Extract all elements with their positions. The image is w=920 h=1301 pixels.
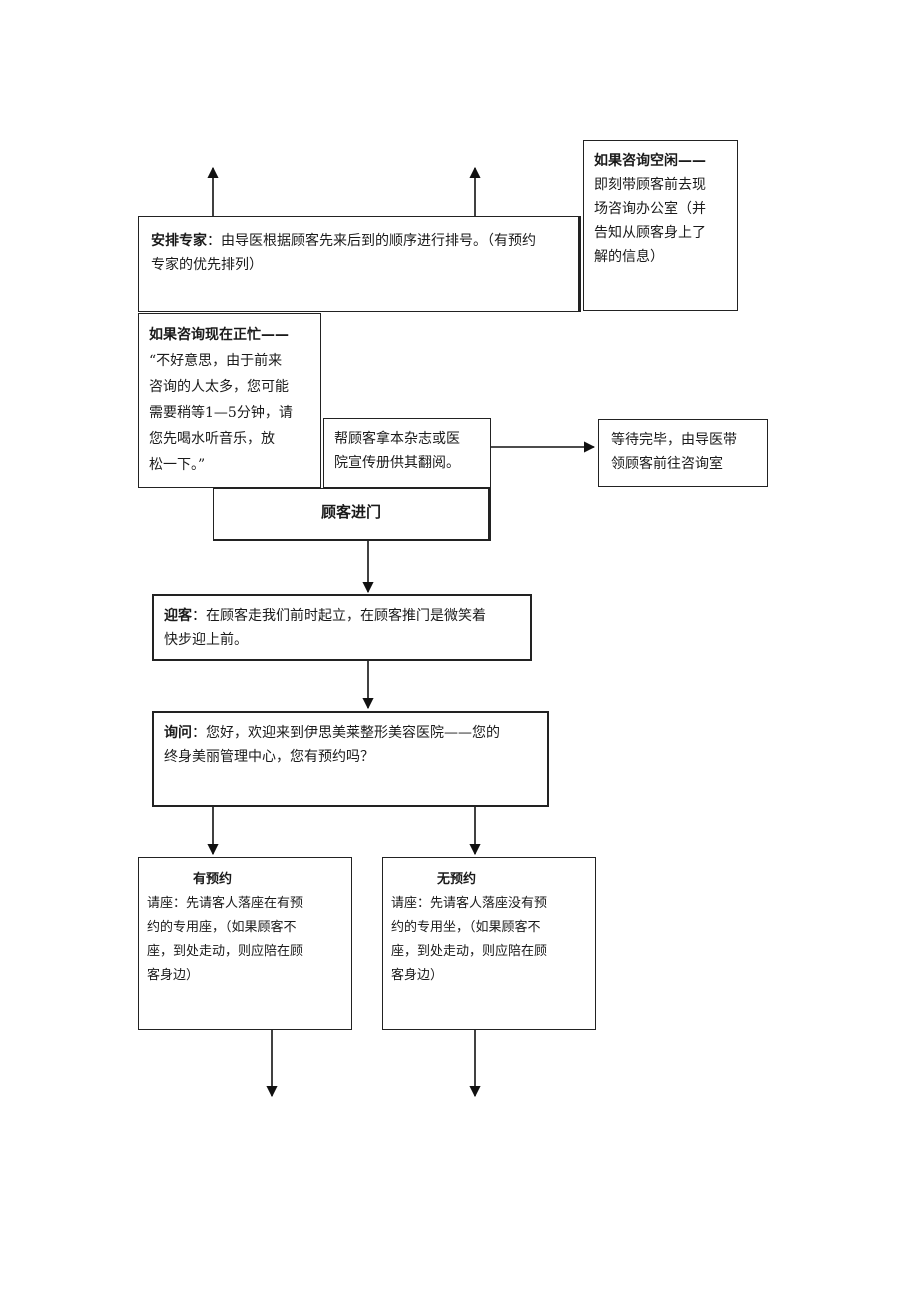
with-appointment-line: 客身边） [147,968,200,983]
if-consult-free-title: 如果咨询空闲—— [594,153,706,169]
customer-enter-box: 顾客进门 [213,488,491,541]
wait-done-box: 等待完毕，由导医带 领顾客前往咨询室 [598,419,768,487]
inquire-label: 询问 [164,725,192,741]
if-consult-free-line: 场咨询办公室（并 [594,201,706,217]
if-consult-busy-line: 咨询的人太多，您可能 [149,379,289,395]
arrange-expert-label: 安排专家 [151,233,207,249]
with-appointment-line: 约的专用座，（如果顾客不 [147,920,297,935]
with-appointment-line: 请座：先请客人落座在有预 [147,896,304,911]
without-appointment-box: 无预约 请座：先请客人落座没有预 约的专用坐，（如果顾客不 座，到处走动，则应陪… [382,857,596,1030]
if-consult-free-line: 告知从顾客身上了 [594,225,706,241]
wait-done-line: 领顾客前往咨询室 [611,456,723,472]
inquire-text: ：您好，欢迎来到伊思美莱整形美容医院——您的 [192,725,500,741]
greet-box: 迎客：在顾客走我们前时起立，在顾客推门是微笑着 快步迎上前。 [152,594,532,661]
if-consult-busy-line: 松一下。” [149,457,206,473]
magazine-box: 帮顾客拿本杂志或医 院宣传册供其翻阅。 [323,418,491,488]
with-appointment-box: 有预约 请座：先请客人落座在有预 约的专用座，（如果顾客不 座，到处走动，则应陪… [138,857,352,1030]
wait-done-line: 等待完毕，由导医带 [611,432,737,448]
with-appointment-title: 有预约 [193,872,233,887]
magazine-line: 院宣传册供其翻阅。 [334,455,460,471]
magazine-line: 帮顾客拿本杂志或医 [334,431,460,447]
if-consult-free-line: 即刻带顾客前去现 [594,177,706,193]
without-appointment-line: 座，到处走动，则应陪在顾 [391,944,548,959]
inquire-box: 询问：您好，欢迎来到伊思美莱整形美容医院——您的 终身美丽管理中心，您有预约吗？ [152,711,549,807]
if-consult-free-box: 如果咨询空闲—— 即刻带顾客前去现 场咨询办公室（并 告知从顾客身上了 解的信息… [583,140,738,311]
without-appointment-line: 请座：先请客人落座没有预 [391,896,548,911]
if-consult-busy-line: “不好意思，由于前来 [149,353,283,369]
without-appointment-line: 客身边） [391,968,444,983]
if-consult-busy-box: 如果咨询现在正忙—— “不好意思，由于前来 咨询的人太多，您可能 需要稍等1—5… [138,313,321,488]
without-appointment-title: 无预约 [437,872,477,887]
customer-enter-label: 顾客进门 [320,503,381,521]
if-consult-busy-line: 需要稍等1—5分钟，请 [149,405,293,421]
greet-label: 迎客 [164,608,192,624]
if-consult-busy-line: 您先喝水听音乐，放 [149,431,275,447]
without-appointment-line: 约的专用坐，（如果顾客不 [391,920,541,935]
arrange-expert-text2: 专家的优先排列） [151,257,263,273]
greet-text: ：在顾客走我们前时起立，在顾客推门是微笑着 [192,608,486,624]
inquire-text2: 终身美丽管理中心，您有预约吗？ [164,749,374,765]
arrange-expert-text: ：由导医根据顾客先来后到的顺序进行排号。（有预约 [207,233,536,249]
with-appointment-line: 座，到处走动，则应陪在顾 [147,944,304,959]
if-consult-free-line: 解的信息） [594,249,664,265]
if-consult-busy-title: 如果咨询现在正忙—— [149,327,289,343]
arrange-expert-box: 安排专家：由导医根据顾客先来后到的顺序进行排号。（有预约 专家的优先排列） [138,216,581,312]
greet-text2: 快步迎上前。 [164,632,248,648]
